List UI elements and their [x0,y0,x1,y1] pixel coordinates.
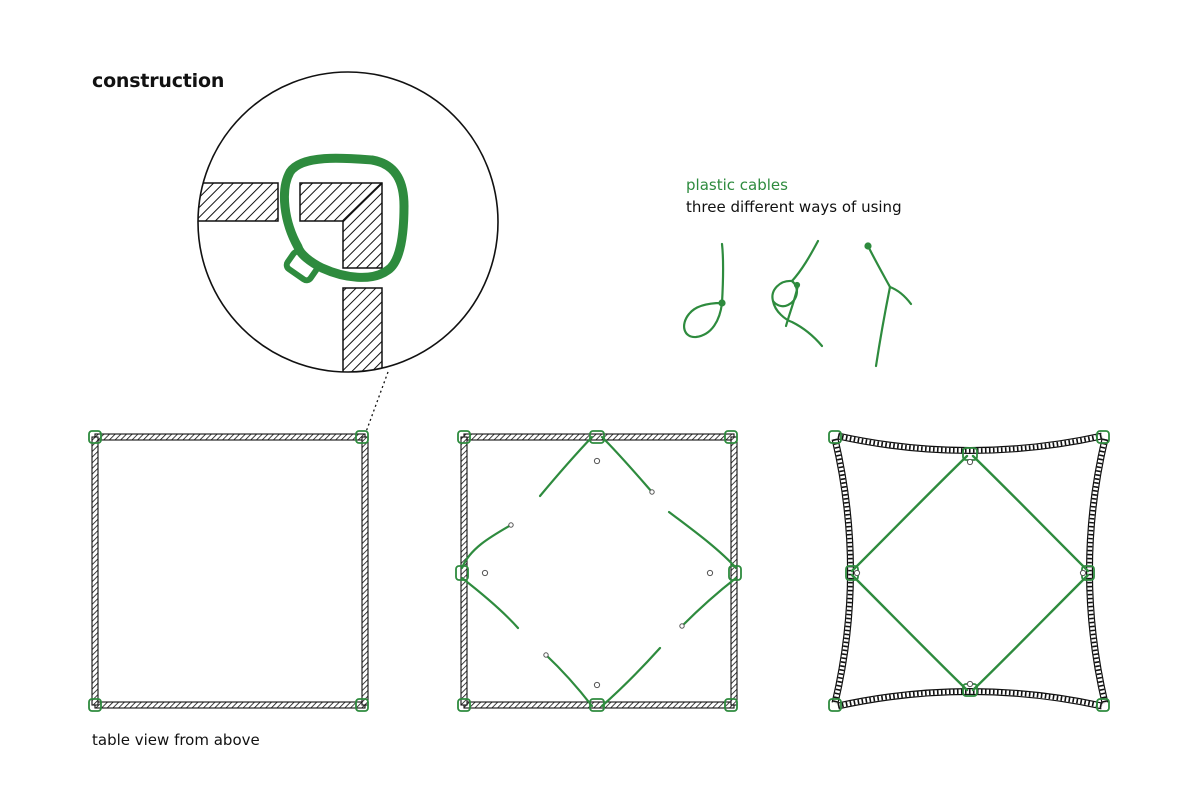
hatched-rod-bottom [342,287,383,372]
cable-sketch-loop [683,242,726,339]
cable-loop [279,153,409,282]
table-frame-plain [88,430,369,712]
cables-usage-label: three different ways of using [686,198,902,216]
zoom-leader-line [365,371,389,433]
cable-tie-lock [283,248,321,284]
zoom-detail [197,71,499,433]
table-frame-loose-cables [455,430,742,712]
construction-heading: construction [92,70,225,92]
cable-usage-sketches [683,239,913,368]
hatched-rod-left [198,182,279,222]
table-frame-tensioned [828,430,1110,712]
plastic-cables-label: plastic cables [686,176,788,194]
zoom-circle [197,71,499,373]
table-view-caption: table view from above [92,731,260,749]
cable-sketch-fork [864,242,913,368]
cable-sketch-knot [771,239,824,348]
